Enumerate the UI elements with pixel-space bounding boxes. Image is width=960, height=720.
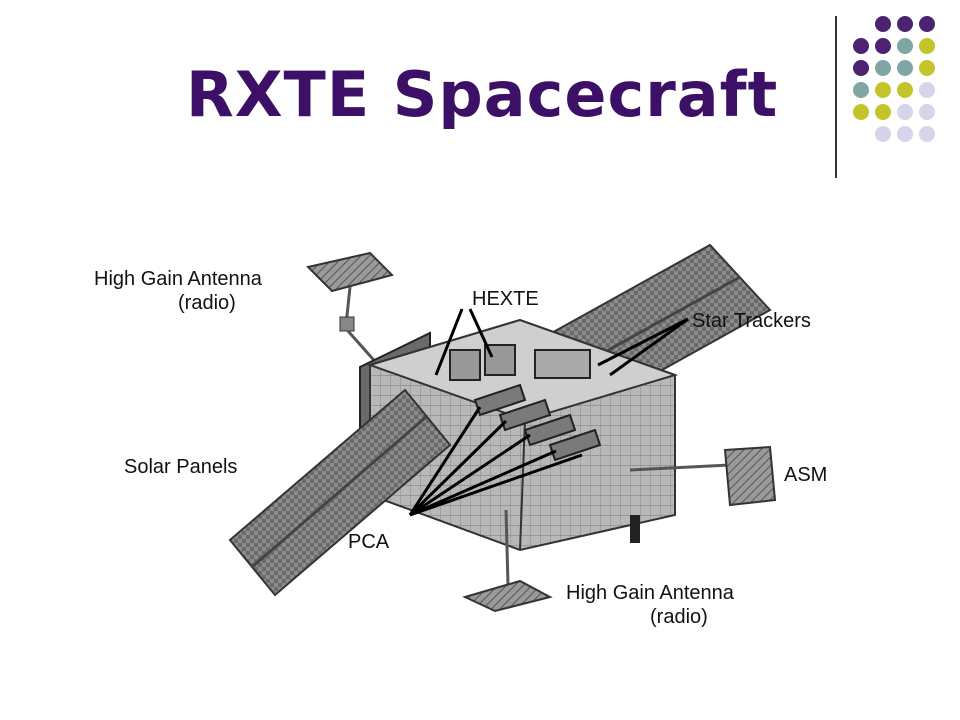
star-tracker-unit <box>534 349 591 379</box>
corner-dot-pattern <box>853 16 935 142</box>
label-asm: ASM <box>784 464 827 486</box>
corner-dot <box>897 16 913 32</box>
label-star-trackers: Star Trackers <box>692 310 811 332</box>
corner-dot <box>875 104 891 120</box>
corner-dot <box>897 60 913 76</box>
rxte-spacecraft-diagram: High Gain Antenna (radio) HEXTE Star Tra… <box>94 243 827 628</box>
corner-dot <box>919 38 935 54</box>
label-hexte: HEXTE <box>472 288 539 310</box>
corner-dot <box>897 104 913 120</box>
corner-dot <box>919 60 935 76</box>
high-gain-antenna-bottom <box>462 579 553 613</box>
asm-unit <box>723 445 777 507</box>
corner-dot <box>919 104 935 120</box>
label-pca: PCA <box>348 531 390 553</box>
corner-dot <box>853 38 869 54</box>
label-high-gain-antenna-bottom-line1: High Gain Antenna <box>566 582 735 604</box>
corner-dot <box>897 126 913 142</box>
corner-dot <box>875 126 891 142</box>
pca-detectors <box>473 383 602 462</box>
corner-dot <box>919 82 935 98</box>
label-solar-panels: Solar Panels <box>124 456 237 478</box>
title-divider-line <box>835 16 837 178</box>
corner-dot <box>875 82 891 98</box>
corner-dot <box>875 60 891 76</box>
leader-lines <box>408 308 689 517</box>
corner-dot <box>875 16 891 32</box>
corner-dot <box>919 126 935 142</box>
label-high-gain-antenna-top-line2: (radio) <box>178 292 236 314</box>
slide-title: RXTE Spacecraft <box>186 58 779 131</box>
corner-dot <box>919 16 935 32</box>
corner-dot <box>853 60 869 76</box>
corner-dot <box>853 82 869 98</box>
high-gain-antenna-top <box>306 251 394 293</box>
label-high-gain-antenna-top-line1: High Gain Antenna <box>94 268 263 290</box>
corner-dot <box>853 104 869 120</box>
label-high-gain-antenna-bottom-line2: (radio) <box>650 606 708 628</box>
corner-dot <box>897 38 913 54</box>
corner-dot <box>897 82 913 98</box>
hexte-unit-left <box>449 349 481 381</box>
corner-dot <box>875 38 891 54</box>
